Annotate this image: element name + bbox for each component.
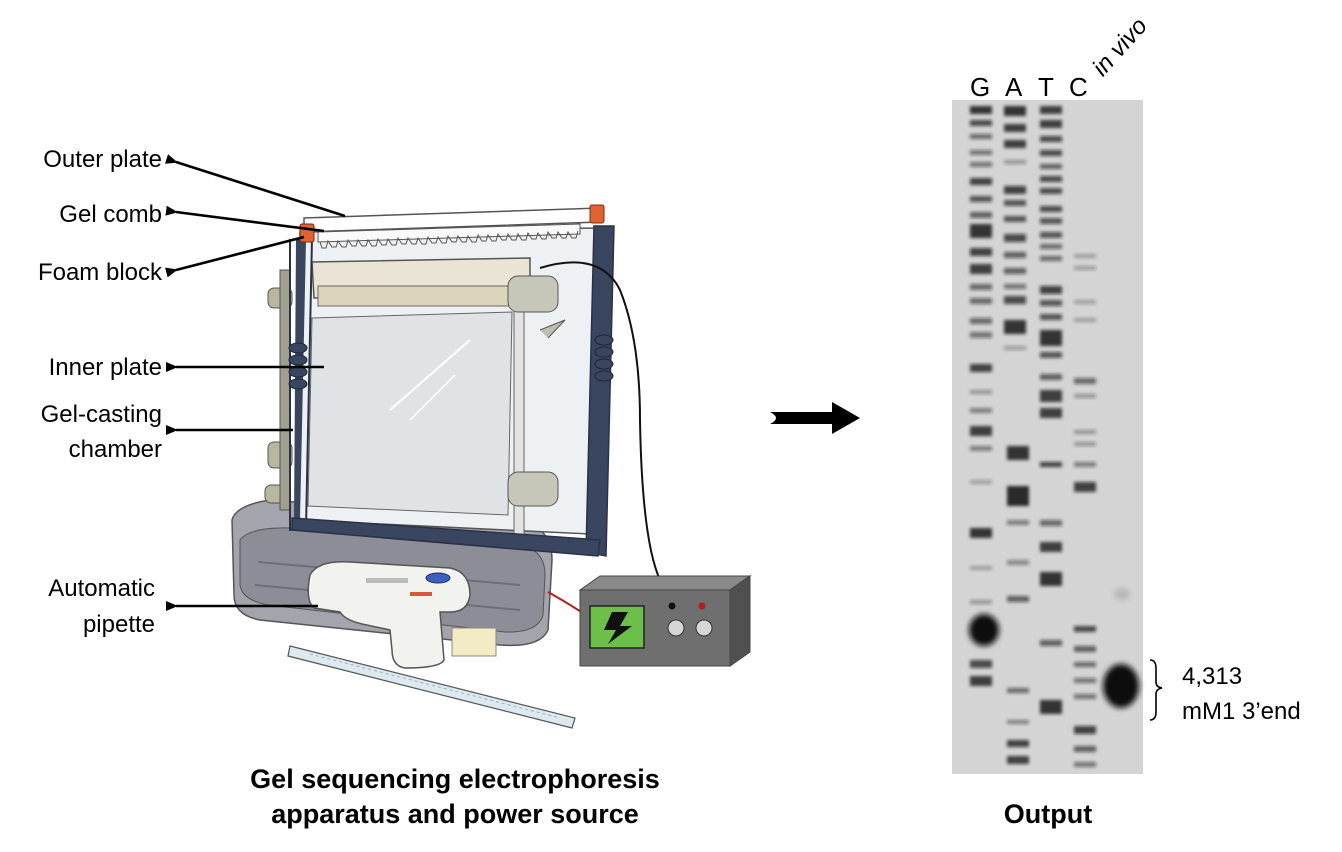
gel-caption: Output [1003, 799, 1093, 829]
lane-invivo-bands [1103, 588, 1139, 708]
lane-label-a: A [1005, 72, 1023, 102]
lane-a-bands [1004, 106, 1029, 764]
label-inner-plate: Inner plate [48, 354, 162, 381]
lane-c-bands [1074, 254, 1096, 767]
gel-image [952, 100, 1163, 774]
label-gel-casting-line2: chamber [68, 436, 162, 463]
lane-t-bands [1040, 106, 1062, 714]
gel-comb [317, 223, 581, 249]
label-foam-block: Foam block [37, 259, 162, 286]
annotation-name: mM1 3’end [1182, 698, 1301, 725]
arrow-gel-comb [165, 205, 325, 233]
label-outer-plate: Outer plate [43, 146, 162, 173]
lane-g-bands [970, 106, 992, 686]
lane-label-t: T [1038, 72, 1054, 102]
gel-casting-frame [288, 225, 615, 557]
bracket [1149, 659, 1163, 721]
side-clamps [264, 269, 293, 511]
arrow-outer-plate [164, 154, 346, 218]
annotation-position: 4,313 [1182, 663, 1243, 690]
label-pipette-line2: pipette [82, 611, 155, 638]
apparatus-caption-line2: apparatus and power source [271, 799, 639, 829]
apparatus-caption-line1: Gel sequencing electrophoresis [250, 764, 660, 794]
arrow-foam-block [165, 235, 305, 278]
label-pipette-line1: Automatic [48, 575, 155, 602]
flow-arrow [770, 402, 860, 434]
lane-label-c: C [1069, 72, 1088, 102]
automatic-pipette-drawing [287, 561, 576, 729]
label-arrows [164, 154, 346, 611]
inner-plate [295, 227, 599, 537]
label-gel-casting-line1: Gel-casting [40, 401, 162, 428]
power-source [578, 575, 752, 667]
label-gel-comb: Gel comb [59, 201, 162, 228]
electrophoresis-apparatus [231, 204, 752, 729]
lane-label-g: G [970, 72, 991, 102]
